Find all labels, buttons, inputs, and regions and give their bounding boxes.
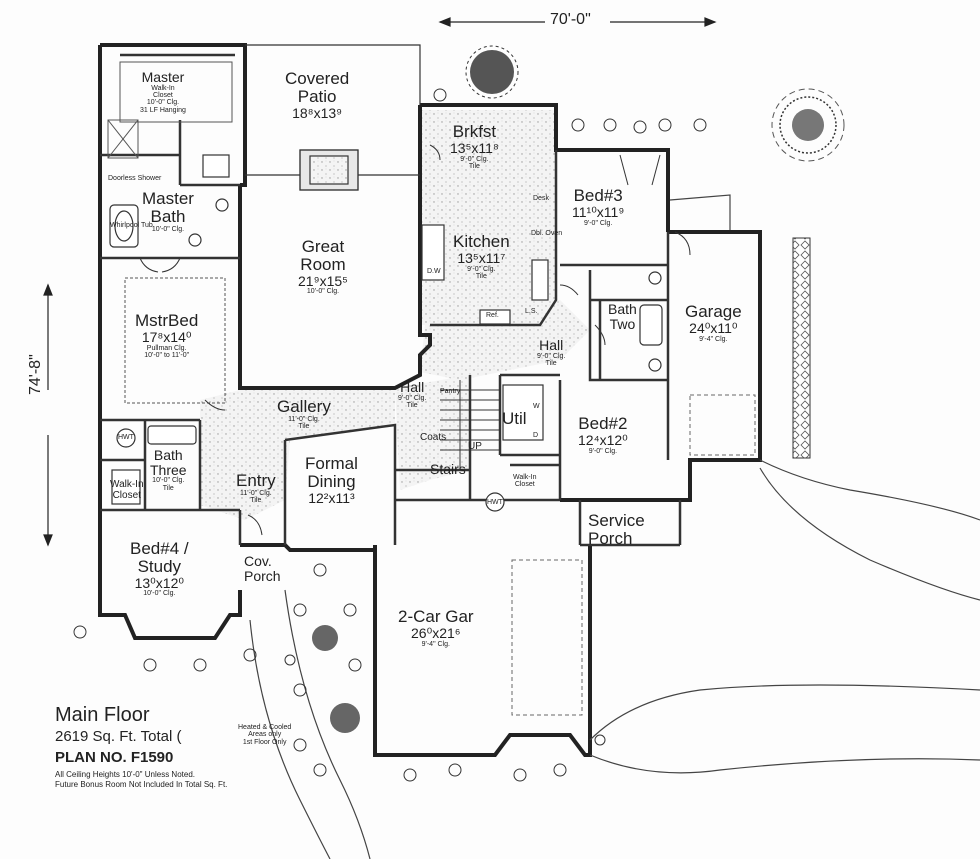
garage-label: Garage 24⁰x11⁰ 9'-4" Clg. bbox=[685, 302, 742, 343]
plan-title: Main Floor bbox=[55, 704, 150, 726]
bed3-label: Bed#3 11¹⁰x11⁹ 9'-0" Clg. bbox=[572, 186, 625, 227]
master-closet-label: Master Walk-In Closet 10'-0" Clg. 31 LF … bbox=[140, 69, 186, 114]
stairs-up-label: UP bbox=[468, 441, 482, 452]
tree-top-right bbox=[771, 88, 845, 162]
walkin-closet-left-label: Walk-In Closet bbox=[110, 479, 144, 501]
tree-top-center bbox=[465, 45, 519, 99]
refrigerator-label: Ref. bbox=[486, 312, 499, 319]
tile-floor-areas bbox=[200, 110, 590, 520]
kitchen-label: Kitchen 13⁵x11⁷ 9'-0" Clg. Tile bbox=[453, 232, 510, 280]
plan-number: PLAN NO. F1590 bbox=[55, 749, 174, 766]
dishwasher-label: D.W bbox=[427, 268, 441, 275]
interior-walls bbox=[100, 53, 682, 547]
tree-front-1 bbox=[312, 625, 338, 651]
heated-areas-note: Heated & Cooled Areas only 1st Floor Onl… bbox=[238, 724, 292, 746]
stairs-label: Stairs bbox=[430, 461, 466, 477]
covered-patio-label: Covered Patio 18⁸x13⁹ bbox=[285, 69, 350, 121]
hwt-right-label: HWT bbox=[487, 499, 503, 506]
walkin-closet-right-label: Walk-In Closet bbox=[513, 474, 537, 489]
lazy-susan-label: L.S. bbox=[525, 308, 538, 315]
doorless-shower-label: Doorless Shower bbox=[108, 175, 162, 182]
closet-outlines bbox=[107, 61, 233, 404]
dryer-label: D bbox=[533, 432, 539, 439]
entry-label: Entry 11'-0" Clg. Tile bbox=[236, 471, 276, 505]
hwt-left-label: HWT bbox=[118, 434, 134, 441]
great-room-label: Great Room 21⁹x15⁵ 10'-0" Clg. bbox=[298, 237, 348, 296]
gallery-label: Gallery 11'-0" Clg. Tile bbox=[277, 397, 331, 431]
hall-right-label: Hall 9'-0" Clg. Tile bbox=[537, 337, 566, 368]
bed2-label: Bed#2 12⁴x12⁰ 9'-0" Clg. bbox=[578, 414, 628, 455]
double-oven-label: Dbl. Oven bbox=[531, 230, 563, 237]
dimension-lines bbox=[43, 17, 717, 547]
depth-dimension: 74'-8" bbox=[27, 354, 44, 395]
fixtures bbox=[109, 149, 663, 512]
washer-label: W bbox=[533, 403, 540, 410]
whirlpool-tub-label: Whirlpool Tub bbox=[110, 222, 153, 229]
square-footage: 2619 Sq. Ft. Total ( bbox=[55, 728, 182, 745]
exterior-walls bbox=[98, 43, 762, 757]
ceiling-note: All Ceiling Heights 10'-0" Unless Noted. bbox=[55, 770, 195, 779]
landscaping bbox=[73, 45, 845, 782]
door-swings bbox=[139, 144, 691, 536]
two-car-garage-label: 2-Car Gar 26⁰x21⁶ 9'-4" Clg. bbox=[398, 607, 474, 648]
garage-parking bbox=[511, 394, 756, 716]
stairs-treads bbox=[440, 380, 500, 470]
service-porch-label: Service Porch bbox=[588, 511, 645, 548]
brkfst-label: Brkfst 13⁵x11⁸ 9'-0" Clg. Tile bbox=[450, 122, 499, 170]
pantry-label: Pantry bbox=[440, 388, 461, 395]
coats-label: Coats bbox=[420, 432, 447, 443]
bed4-label: Bed#4 / Study 13⁰x12⁰ 10'-0" Clg. bbox=[130, 539, 189, 598]
hall-left-label: Hall 9'-0" Clg. Tile bbox=[398, 379, 427, 410]
bath-three-label: Bath Three 10'-0" Clg. Tile bbox=[150, 447, 187, 492]
tree-front-2 bbox=[330, 703, 360, 733]
bonus-room-note: Future Bonus Room Not Included In Total … bbox=[55, 780, 228, 789]
driveway bbox=[249, 194, 980, 859]
mstr-bed-label: MstrBed 17⁸x14⁰ Pullman Clg. 10'-0" to 1… bbox=[135, 311, 199, 359]
width-dimension: 70'-0" bbox=[550, 11, 591, 28]
bath-two-label: Bath Two bbox=[608, 301, 637, 332]
master-bath-label: Master Bath 10'-0" Clg. bbox=[142, 189, 194, 233]
cov-porch-label: Cov. Porch bbox=[244, 553, 281, 584]
desk-label: Desk bbox=[533, 195, 549, 202]
formal-dining-label: Formal Dining 12²x11³ bbox=[305, 454, 358, 506]
util-label: Util bbox=[502, 409, 527, 428]
hedge-row bbox=[792, 237, 811, 459]
